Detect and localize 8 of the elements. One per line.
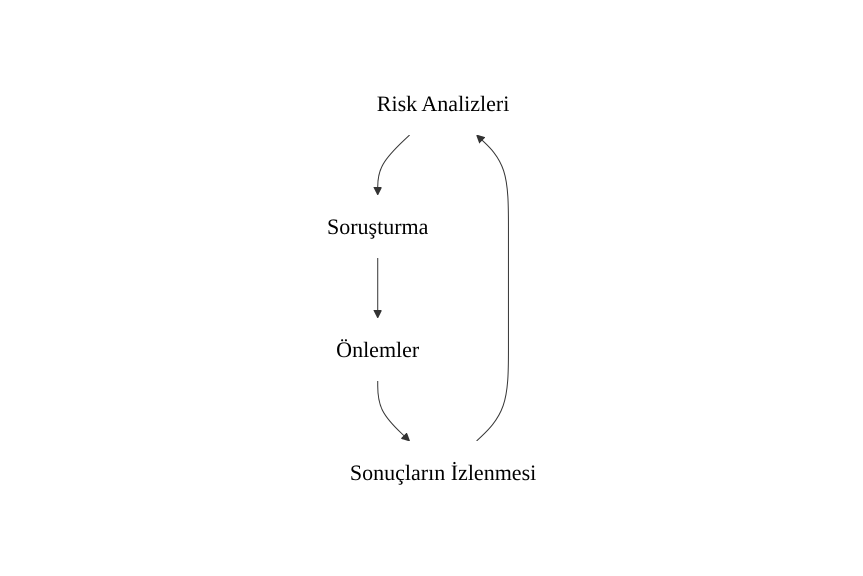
arrow xyxy=(476,134,509,442)
arrow xyxy=(377,380,410,442)
node-text: Sonuçların İzlenmesi xyxy=(350,460,536,485)
node-text: Soruşturma xyxy=(326,214,428,240)
arrow xyxy=(373,258,382,318)
node-text: Önlemler xyxy=(336,336,420,362)
arrow xyxy=(373,134,410,196)
node-text: Risk Analizleri xyxy=(376,91,510,116)
